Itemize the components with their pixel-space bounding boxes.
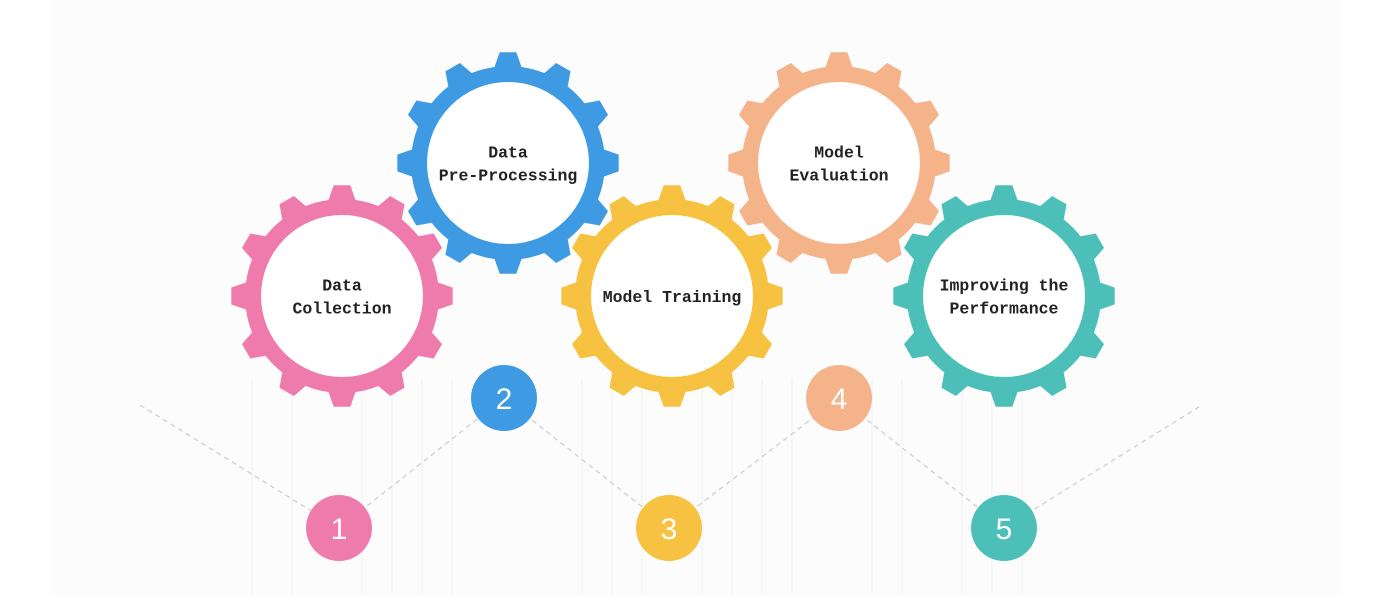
gear-label-line: Data	[488, 144, 528, 163]
gear-label-line: Data	[322, 277, 362, 296]
step-badge-circle	[471, 365, 537, 431]
step-badges: 1 2 3 4 5	[306, 365, 1037, 561]
gear-inner-circle	[261, 215, 423, 377]
step-badge-circle	[806, 365, 872, 431]
step-badge-5: 5	[971, 495, 1037, 561]
step-number: 4	[831, 383, 848, 416]
connector-segment	[338, 397, 505, 529]
step-number: 5	[996, 513, 1013, 546]
connector-segment	[503, 397, 670, 529]
gear-inner-circle	[923, 215, 1085, 377]
step-badge-circle	[636, 495, 702, 561]
connector-segment	[838, 397, 1005, 529]
gear-label-line: Collection	[292, 300, 391, 319]
step-badge-circle	[971, 495, 1037, 561]
step-badge-3: 3	[636, 495, 702, 561]
dashed-connectors	[139, 397, 1203, 529]
connector-segment	[1003, 404, 1203, 529]
vertical-guides	[251, 380, 1023, 595]
step-number: 1	[331, 513, 348, 546]
gear-label-line: Improving the	[940, 277, 1069, 296]
gear-label-line: Pre-Processing	[439, 167, 578, 186]
gear-inner-circle	[427, 82, 589, 244]
step-badge-1: 1	[306, 495, 372, 561]
gear-label-line: Performance	[950, 300, 1059, 319]
step-number: 3	[661, 513, 678, 546]
gear-step-3: Model Training	[561, 185, 783, 407]
step-badge-circle	[306, 495, 372, 561]
step-badge-2: 2	[471, 365, 537, 431]
step-number: 2	[496, 383, 513, 416]
gear-inner-circle	[591, 215, 753, 377]
gear-inner-circle	[758, 82, 920, 244]
step-badge-4: 4	[806, 365, 872, 431]
gear-label-line: Evaluation	[789, 167, 888, 186]
gear-label-line: Model Training	[603, 288, 742, 307]
connector-segment	[139, 404, 340, 529]
gear-label-line: Model	[814, 144, 864, 163]
